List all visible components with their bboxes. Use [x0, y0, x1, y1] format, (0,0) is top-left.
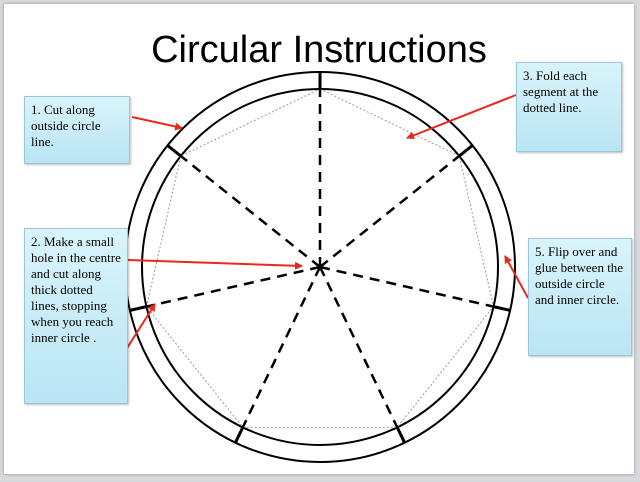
- segment-tick: [234, 426, 245, 444]
- arrow-step3: [406, 94, 517, 140]
- cut-line: [319, 265, 494, 308]
- segment-ticks: [129, 72, 511, 444]
- segment-tick: [395, 426, 406, 444]
- slide-title: Circular Instructions: [151, 29, 487, 71]
- note-step3: 3. Fold each segment at the dotted line.: [516, 62, 622, 152]
- cut-line: [180, 155, 321, 268]
- arrow-step2-centre: [127, 259, 303, 270]
- note-step5: 5. Flip over and glue between the outsid…: [528, 238, 632, 356]
- cut-line: [318, 266, 399, 428]
- segment-tick: [129, 305, 147, 312]
- slide: Circular Instructions 1. Cut along outsi…: [4, 4, 634, 474]
- cut-line: [319, 155, 460, 268]
- cut-line: [146, 265, 321, 308]
- segment-tick: [458, 144, 474, 158]
- note-step1: 1. Cut along outside circle line.: [24, 96, 130, 164]
- segment-tick: [493, 305, 511, 312]
- cut-line: [241, 266, 322, 428]
- segment-tick: [166, 144, 182, 158]
- circle-diagram: [121, 71, 529, 463]
- cut-lines: [146, 89, 494, 428]
- arrow-step5: [504, 255, 529, 299]
- arrow-step1: [131, 116, 183, 131]
- fold-polygon: [145, 88, 495, 428]
- note-step2: 2. Make a small hole in the centre and c…: [24, 228, 128, 404]
